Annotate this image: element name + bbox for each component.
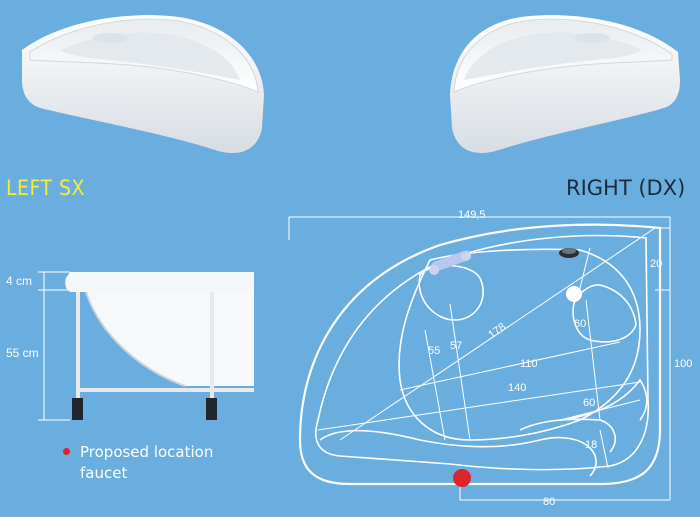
side-view-diagram (38, 271, 254, 421)
dim-depth-b: 57 (450, 340, 463, 352)
dim-diag-d: 140 (508, 382, 527, 394)
depth-label: 55 cm (6, 346, 39, 360)
dim-corner-offset: 20 (650, 258, 663, 270)
dim-diag-c: 110 (520, 358, 538, 370)
right-label: RIGHT (DX) (566, 176, 686, 200)
dim-front-length: 80 (543, 496, 556, 508)
legend-line1: Proposed location (80, 443, 214, 461)
legend-line2: faucet (80, 464, 128, 482)
faucet-location-marker (453, 469, 471, 487)
left-tub-image (22, 15, 264, 154)
plan-view-diagram (288, 216, 671, 501)
drain-icon (559, 248, 579, 258)
right-tub-image (450, 15, 680, 154)
legend-dot-icon (63, 448, 70, 455)
dim-depth-a: 55 (428, 345, 441, 357)
dim-diag-e: 60 (583, 397, 596, 409)
rim-height-label: 4 cm (6, 274, 33, 288)
dim-overall-depth: 100 (674, 358, 693, 370)
dim-overall-length: 149,5 (458, 209, 486, 221)
handle-icon (429, 250, 472, 275)
overflow-icon (566, 286, 582, 302)
dim-diag-b: 60 (574, 318, 587, 330)
dim-step: 18 (585, 439, 598, 451)
left-label: LEFT SX (6, 176, 85, 200)
legend: Proposed location faucet (80, 442, 280, 484)
